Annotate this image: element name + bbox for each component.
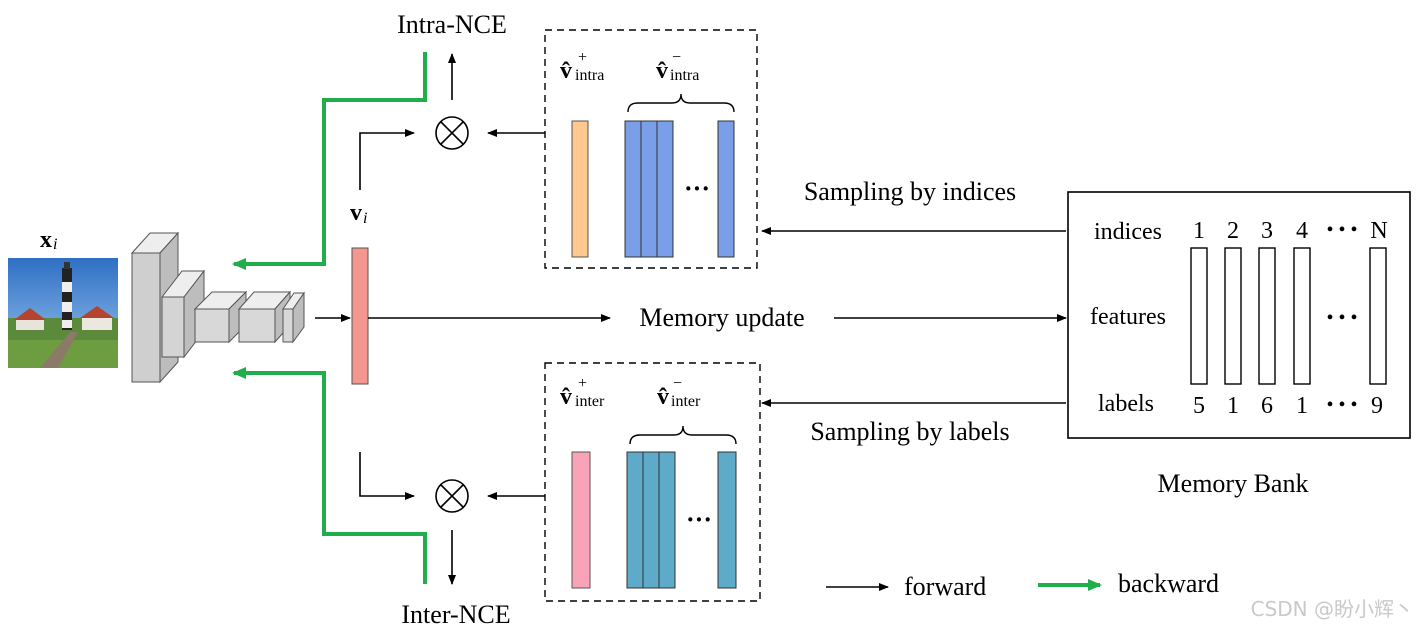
inter-samples-box (544, 362, 761, 602)
bank-feature-bars (1190, 247, 1387, 385)
bank-index-last: N (1370, 218, 1387, 244)
intra-sampling-label: Sampling by indices (804, 177, 1016, 206)
input-image (8, 258, 118, 368)
intra-pos-label: v̂ (560, 58, 572, 84)
bank-index-1: 1 (1193, 218, 1205, 244)
bank-index-2: 2 (1227, 218, 1239, 244)
feature-label-sub: i (363, 210, 367, 227)
inter-multiply-icon (435, 479, 469, 513)
inter-ellipsis: ··· (686, 505, 712, 534)
inter-pos-sub: inter (575, 393, 605, 410)
intra-backward-path (232, 52, 427, 270)
memory-bank-title: Memory Bank (1158, 469, 1309, 498)
bank-index-dots: • • • (1326, 219, 1357, 241)
bank-label-4: 1 (1296, 393, 1308, 419)
bank-row-indices: indices (1094, 219, 1162, 245)
intra-loss-label: Intra-NCE (397, 10, 507, 39)
inter-sampling-label: Sampling by labels (810, 417, 1009, 446)
bank-label-1: 5 (1193, 393, 1205, 419)
bank-index-values: 1 2 3 4 • • • N (1193, 218, 1388, 244)
input-label-sub: i (53, 236, 57, 253)
intra-neg-sub: intra (670, 67, 699, 84)
intra-neg-sup: − (672, 49, 681, 66)
watermark-text: CSDN @盼小辉丶 (1251, 597, 1414, 621)
inter-neg-brace (629, 425, 737, 445)
inter-neg-sub: inter (671, 393, 701, 410)
inter-neg-label: v̂ (657, 384, 669, 410)
inter-backward-path (232, 367, 427, 584)
intra-pos-bar (571, 120, 589, 258)
memory-update-label: Memory update (639, 303, 804, 332)
feature-to-intra-arrow (359, 129, 415, 190)
intra-multiply-icon (435, 116, 469, 150)
inter-neg-bars (626, 451, 737, 589)
bank-label-dots: • • • (1326, 394, 1357, 416)
legend-forward-label: forward (904, 572, 986, 601)
feature-vector-bar (351, 247, 369, 385)
inter-pos-sup: + (578, 375, 587, 392)
cnn-backbone (130, 231, 305, 384)
feature-to-inter-arrow (359, 452, 415, 500)
bank-label-2: 1 (1227, 393, 1239, 419)
bank-feature-dots: • • • (1326, 307, 1357, 329)
input-label: x (40, 227, 52, 253)
inter-loss-label: Inter-NCE (401, 600, 510, 629)
bank-index-3: 3 (1261, 218, 1273, 244)
intra-samples-box (544, 29, 758, 269)
inter-pos-bar (571, 451, 591, 589)
bank-label-values: 5 1 6 1 • • • 9 (1193, 393, 1383, 419)
feature-label: v (350, 200, 362, 226)
intra-pos-sub: intra (575, 67, 604, 84)
bank-label-last: 9 (1371, 393, 1383, 419)
intra-pos-sup: + (578, 49, 587, 66)
inter-pos-label: v̂ (560, 384, 572, 410)
intra-neg-label: v̂ (656, 58, 668, 84)
bank-row-features: features (1090, 304, 1166, 330)
legend-backward-label: backward (1118, 569, 1219, 598)
inter-neg-sup: − (673, 375, 682, 392)
bank-row-labels: labels (1098, 391, 1154, 417)
bank-index-4: 4 (1296, 218, 1308, 244)
intra-neg-brace (627, 93, 735, 113)
intra-ellipsis: ··· (684, 174, 710, 203)
bank-label-3: 6 (1261, 393, 1273, 419)
intra-neg-bars (624, 120, 735, 258)
